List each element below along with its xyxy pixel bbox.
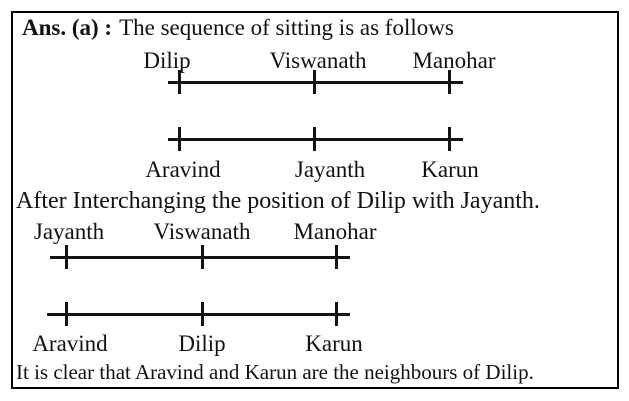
- tick-middle: [201, 302, 204, 326]
- tick-middle: [313, 127, 316, 151]
- seat-label-viswanath: Viswanath: [269, 48, 367, 73]
- answer-label: Ans. (a) :: [22, 15, 113, 40]
- seat-label-karun: Karun: [305, 331, 363, 356]
- interchange-text: After Interchanging the position of Dili…: [16, 188, 540, 214]
- tick-right: [448, 127, 451, 151]
- seat-label-dilip: Dilip: [143, 48, 191, 73]
- seat-label-jayanth: Jayanth: [294, 157, 366, 182]
- seat-label-aravind: Aravind: [32, 331, 108, 356]
- tick-left: [178, 70, 181, 94]
- seat-label-manohar: Manohar: [293, 219, 377, 244]
- seat-label-dilip: Dilip: [178, 331, 226, 356]
- seat-label-viswanath: Viswanath: [153, 219, 251, 244]
- tick-left: [178, 127, 181, 151]
- seat-label-jayanth: Jayanth: [33, 219, 105, 244]
- tick-right: [335, 302, 338, 326]
- tick-right: [448, 70, 451, 94]
- tick-middle: [201, 245, 204, 269]
- intro-text: The sequence of sitting is as follows: [119, 15, 454, 40]
- answer-box-border: [11, 11, 619, 389]
- seating-row-line-top: [50, 256, 350, 259]
- tick-left: [65, 302, 68, 326]
- seat-label-manohar: Manohar: [412, 48, 496, 73]
- seating-row-line-bottom: [47, 313, 350, 316]
- seat-label-karun: Karun: [421, 157, 479, 182]
- seat-label-aravind: Aravind: [145, 157, 221, 182]
- answer-heading-line: Ans. (a) :The sequence of sitting is as …: [22, 15, 454, 41]
- conclusion-text: It is clear that Aravind and Karun are t…: [16, 360, 534, 384]
- tick-left: [65, 245, 68, 269]
- tick-right: [335, 245, 338, 269]
- tick-middle: [313, 70, 316, 94]
